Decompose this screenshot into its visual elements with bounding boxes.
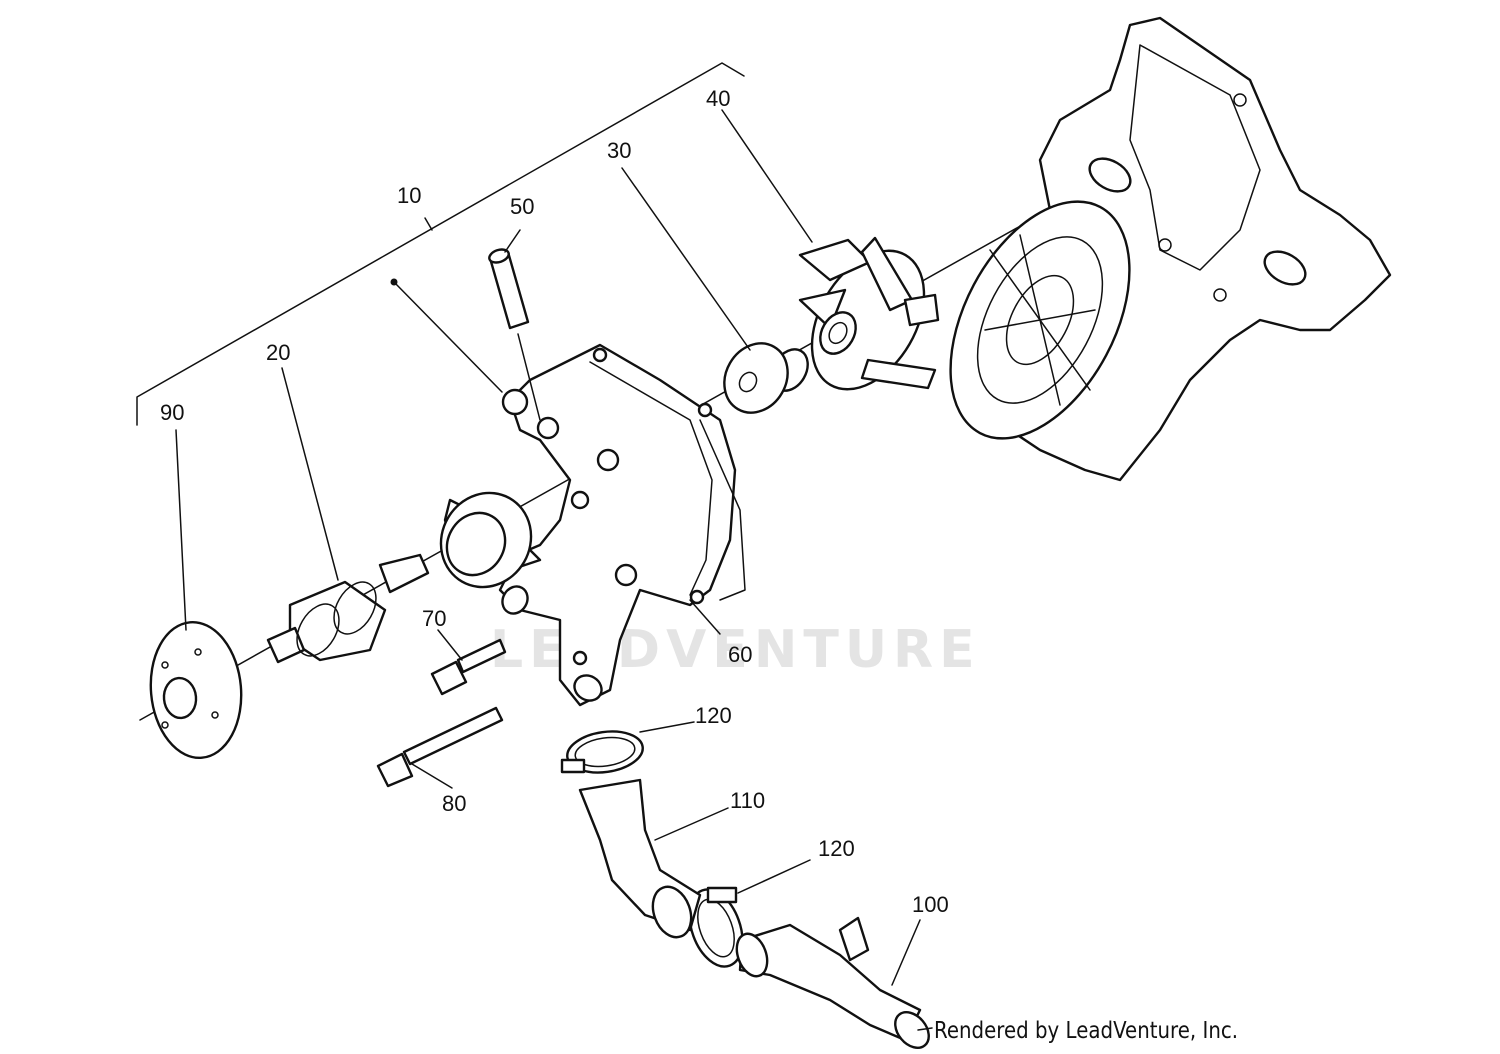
callout-120-upper: 120 [695,703,732,728]
engine-block [949,16,1392,482]
flange-hub [149,620,243,760]
hose-clamp-lower [688,886,744,968]
impeller [798,236,940,391]
callout-80: 80 [442,791,467,816]
callout-20: 20 [266,340,291,365]
bolt-70 [430,638,507,696]
pump-body [439,343,737,707]
seal [723,342,809,414]
pin [488,248,541,421]
outlet-pipe [735,916,930,1049]
bolt-80 [376,706,504,788]
callout-30: 30 [607,138,632,163]
callout-90: 90 [160,400,185,425]
assembly-bracket [136,62,745,426]
shaft-bearing [266,553,430,664]
callout-100: 100 [912,892,949,917]
callout-110: 110 [730,788,766,813]
render-credit: Rendered by LeadVenture, Inc. [934,1018,1239,1044]
callout-40: 40 [706,86,731,111]
hose-clamp-upper [560,730,644,774]
callout-50: 50 [510,194,535,219]
callout-10: 10 [397,183,422,208]
callout-120-lower: 120 [818,836,855,861]
leader-10 [424,217,433,231]
leader-lines [175,109,933,1031]
callout-60: 60 [728,642,753,667]
callout-70: 70 [422,606,447,631]
gasket [699,419,746,601]
